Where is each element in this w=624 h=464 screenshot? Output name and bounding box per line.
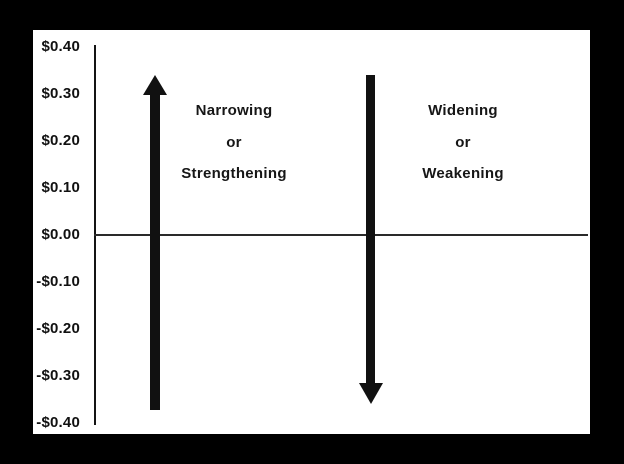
left-or-label: or: [226, 134, 242, 151]
y-tick-label: $0.30: [41, 85, 80, 102]
zero-line: [94, 234, 588, 236]
plot-area: $0.40 $0.30 $0.20 $0.10 $0.00 -$0.10 -$0…: [33, 30, 590, 434]
y-tick-label: -$0.10: [36, 273, 80, 290]
strengthening-label: Strengthening: [181, 165, 287, 182]
weakening-label: Weakening: [422, 165, 504, 182]
y-tick-label: -$0.20: [36, 320, 80, 337]
y-tick-label: $0.40: [41, 38, 80, 55]
up-arrow-head: [143, 75, 167, 95]
up-arrow-shaft: [150, 92, 160, 410]
y-tick-label: $0.20: [41, 132, 80, 149]
narrowing-label: Narrowing: [195, 102, 273, 119]
widening-label: Widening: [428, 102, 498, 119]
y-tick-label: $0.00: [41, 226, 80, 243]
y-tick-label: -$0.40: [36, 414, 80, 431]
down-arrow-shaft: [366, 75, 375, 384]
right-or-label: or: [455, 134, 471, 151]
y-tick-label: $0.10: [41, 179, 80, 196]
y-tick-label: -$0.30: [36, 367, 80, 384]
down-arrow-head: [359, 383, 383, 404]
